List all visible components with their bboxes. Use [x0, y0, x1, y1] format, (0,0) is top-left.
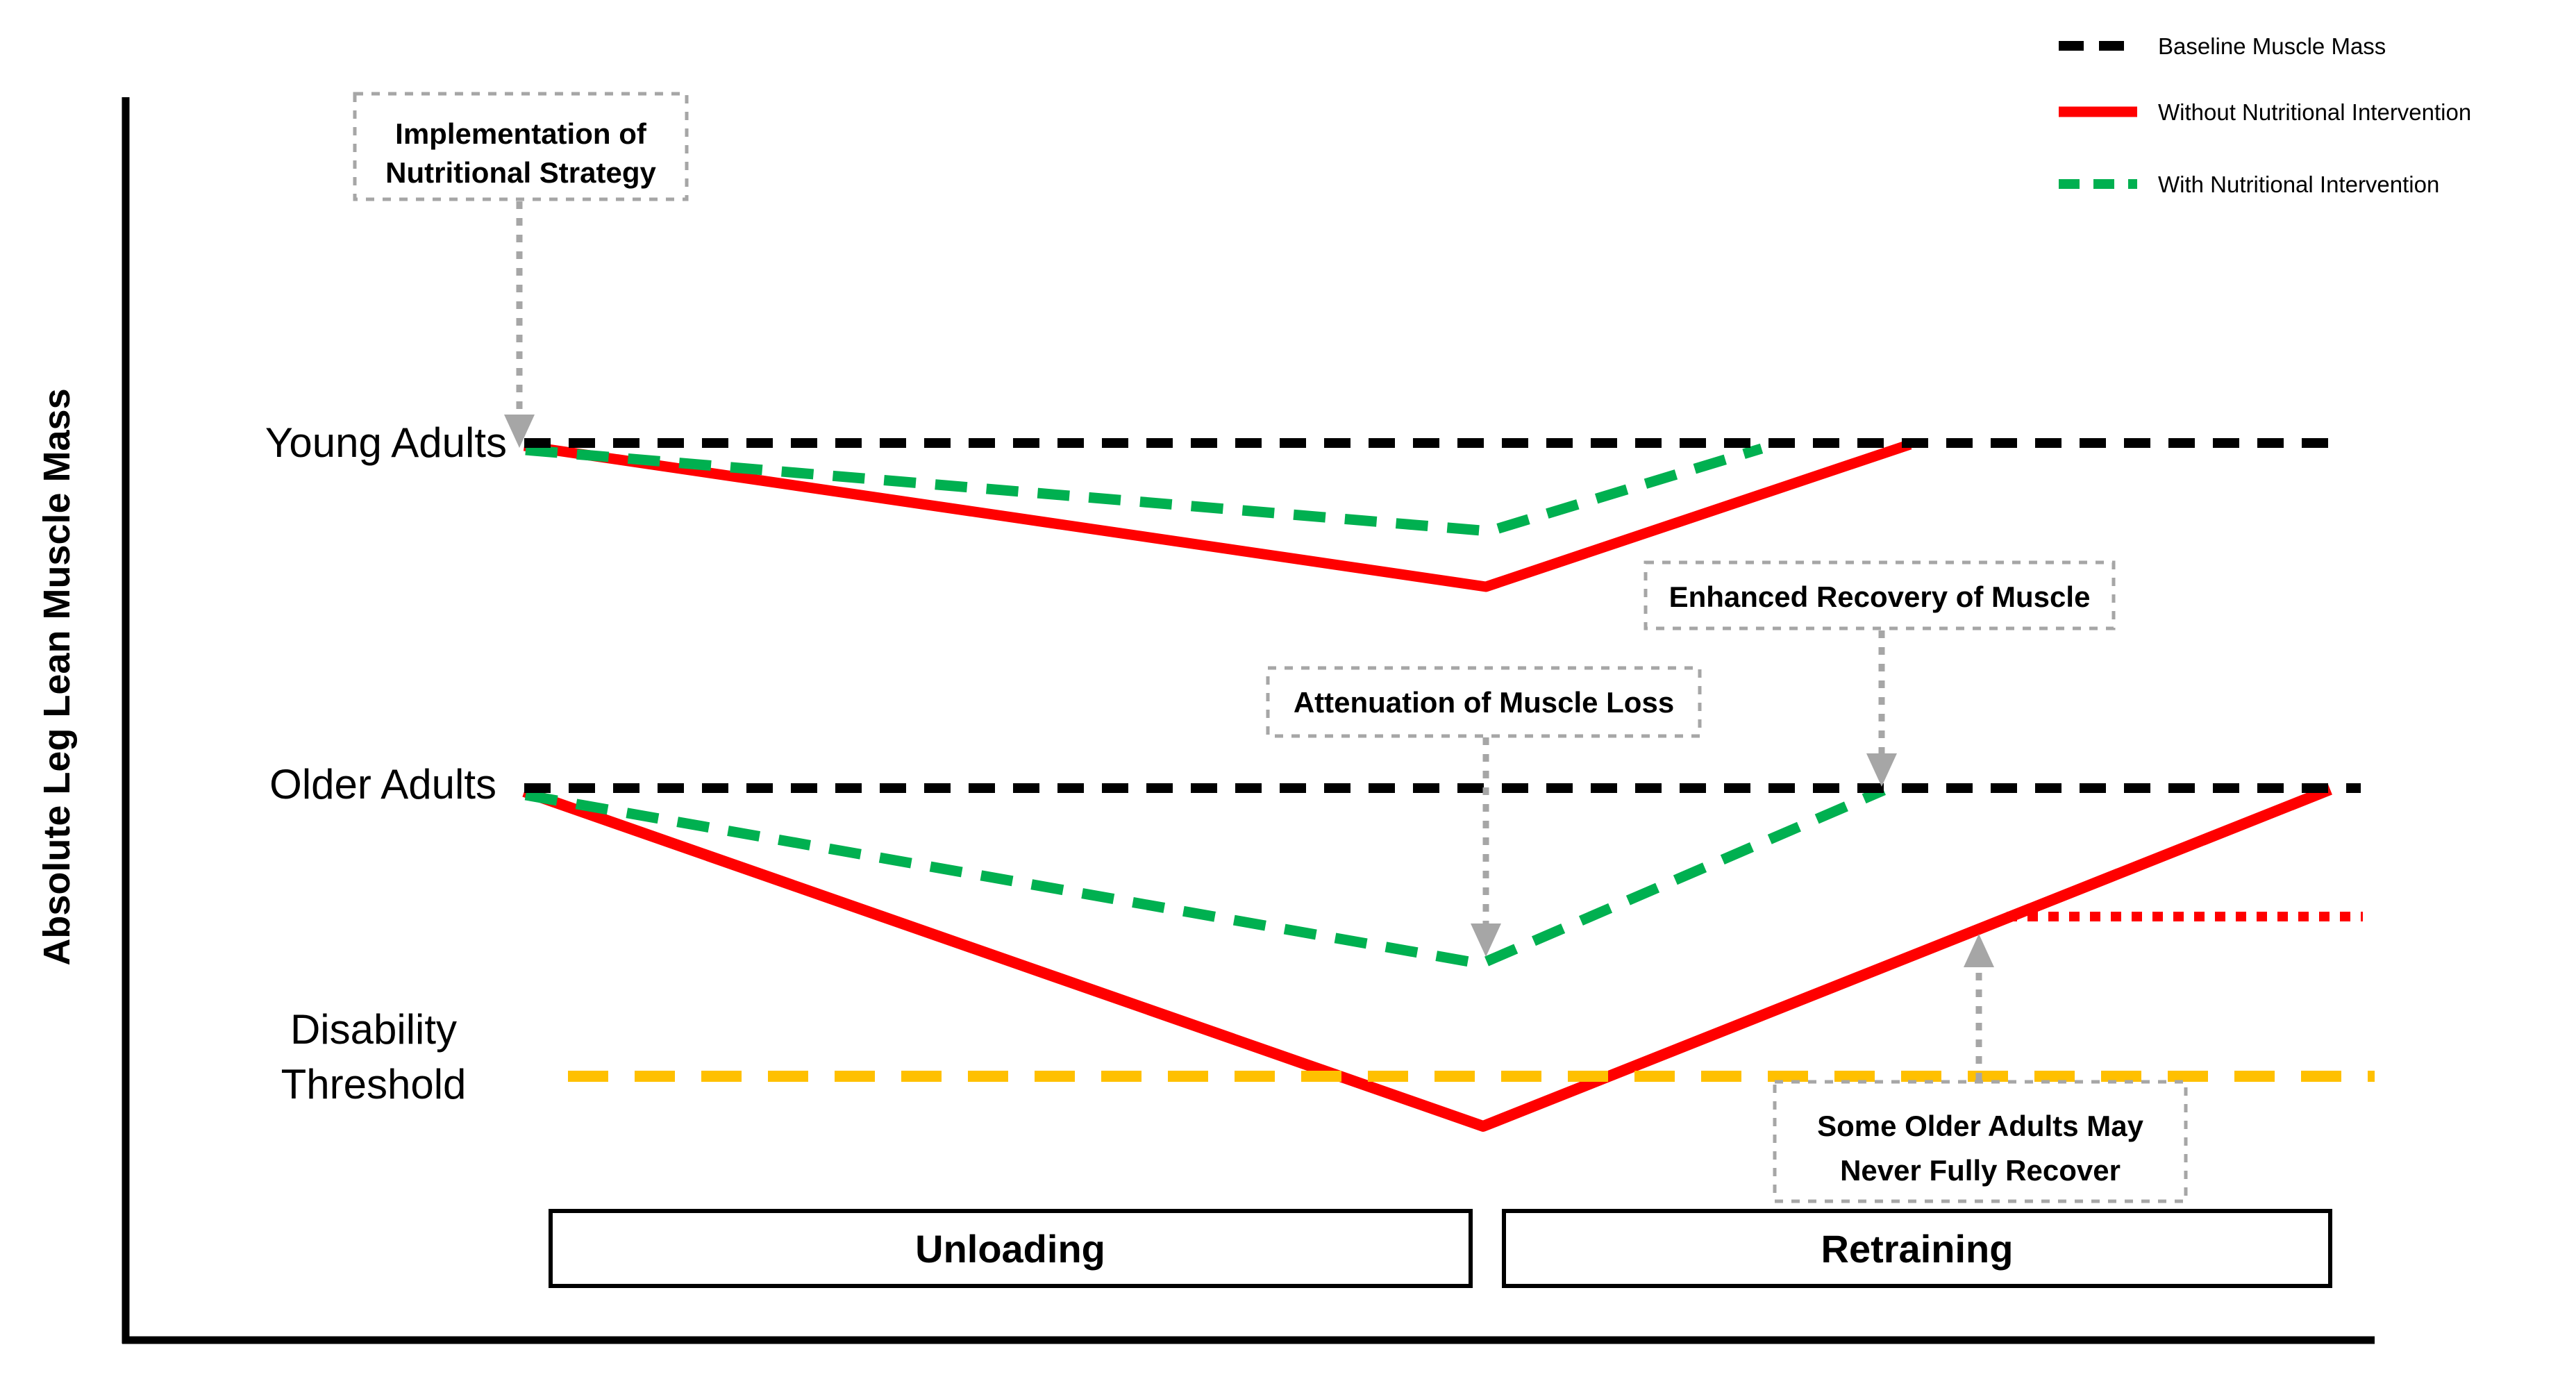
- young-adults-label: Young Adults: [265, 419, 507, 466]
- implementation-annotation-box: [353, 92, 689, 201]
- retraining-phase-box: [1502, 1209, 2332, 1288]
- young-without-intervention-line: [523, 439, 1912, 592]
- older-with-intervention-line: [524, 785, 1886, 969]
- never-recover-annotation-box: [1773, 1080, 2188, 1203]
- implementation-annotation-line1: Implementation of: [395, 117, 647, 150]
- never-recover-arrowhead-icon: [1964, 934, 1994, 967]
- y-axis-label: Absolute Leg Lean Muscle Mass: [36, 388, 78, 965]
- unloading-phase-label: Unloading: [915, 1227, 1105, 1271]
- enhanced-recovery-arrowhead-icon: [1866, 753, 1897, 787]
- older-without-intervention-line: [522, 784, 2332, 1132]
- enhanced-recovery-annotation-text: Enhanced Recovery of Muscle: [1669, 580, 2091, 613]
- attenuation-annotation-box: [1266, 666, 1702, 738]
- attenuation-arrowhead-icon: [1471, 923, 1501, 957]
- enhanced-recovery-annotation-box: [1644, 560, 2116, 630]
- older-adults-label: Older Adults: [269, 761, 496, 808]
- unloading-phase-box: [549, 1209, 1473, 1288]
- never-recover-annotation-line1: Some Older Adults May: [1817, 1110, 2144, 1142]
- disability-threshold-label-line2: Threshold: [281, 1061, 467, 1108]
- attenuation-annotation-text: Attenuation of Muscle Loss: [1294, 686, 1674, 719]
- implementation-arrowhead-icon: [504, 415, 535, 448]
- legend-with-label: With Nutritional Intervention: [2158, 172, 2439, 197]
- legend-without-label: Without Nutritional Intervention: [2158, 99, 2471, 125]
- legend-baseline-label: Baseline Muscle Mass: [2158, 33, 2386, 59]
- young-with-intervention-line: [525, 443, 1764, 537]
- legend: Baseline Muscle Mass Without Nutritional…: [2059, 33, 2471, 197]
- retraining-phase-label: Retraining: [1821, 1227, 2014, 1271]
- never-recover-annotation-line2: Never Fully Recover: [1840, 1154, 2121, 1187]
- disability-threshold-label-line1: Disability: [290, 1006, 457, 1053]
- implementation-annotation-line2: Nutritional Strategy: [385, 156, 656, 189]
